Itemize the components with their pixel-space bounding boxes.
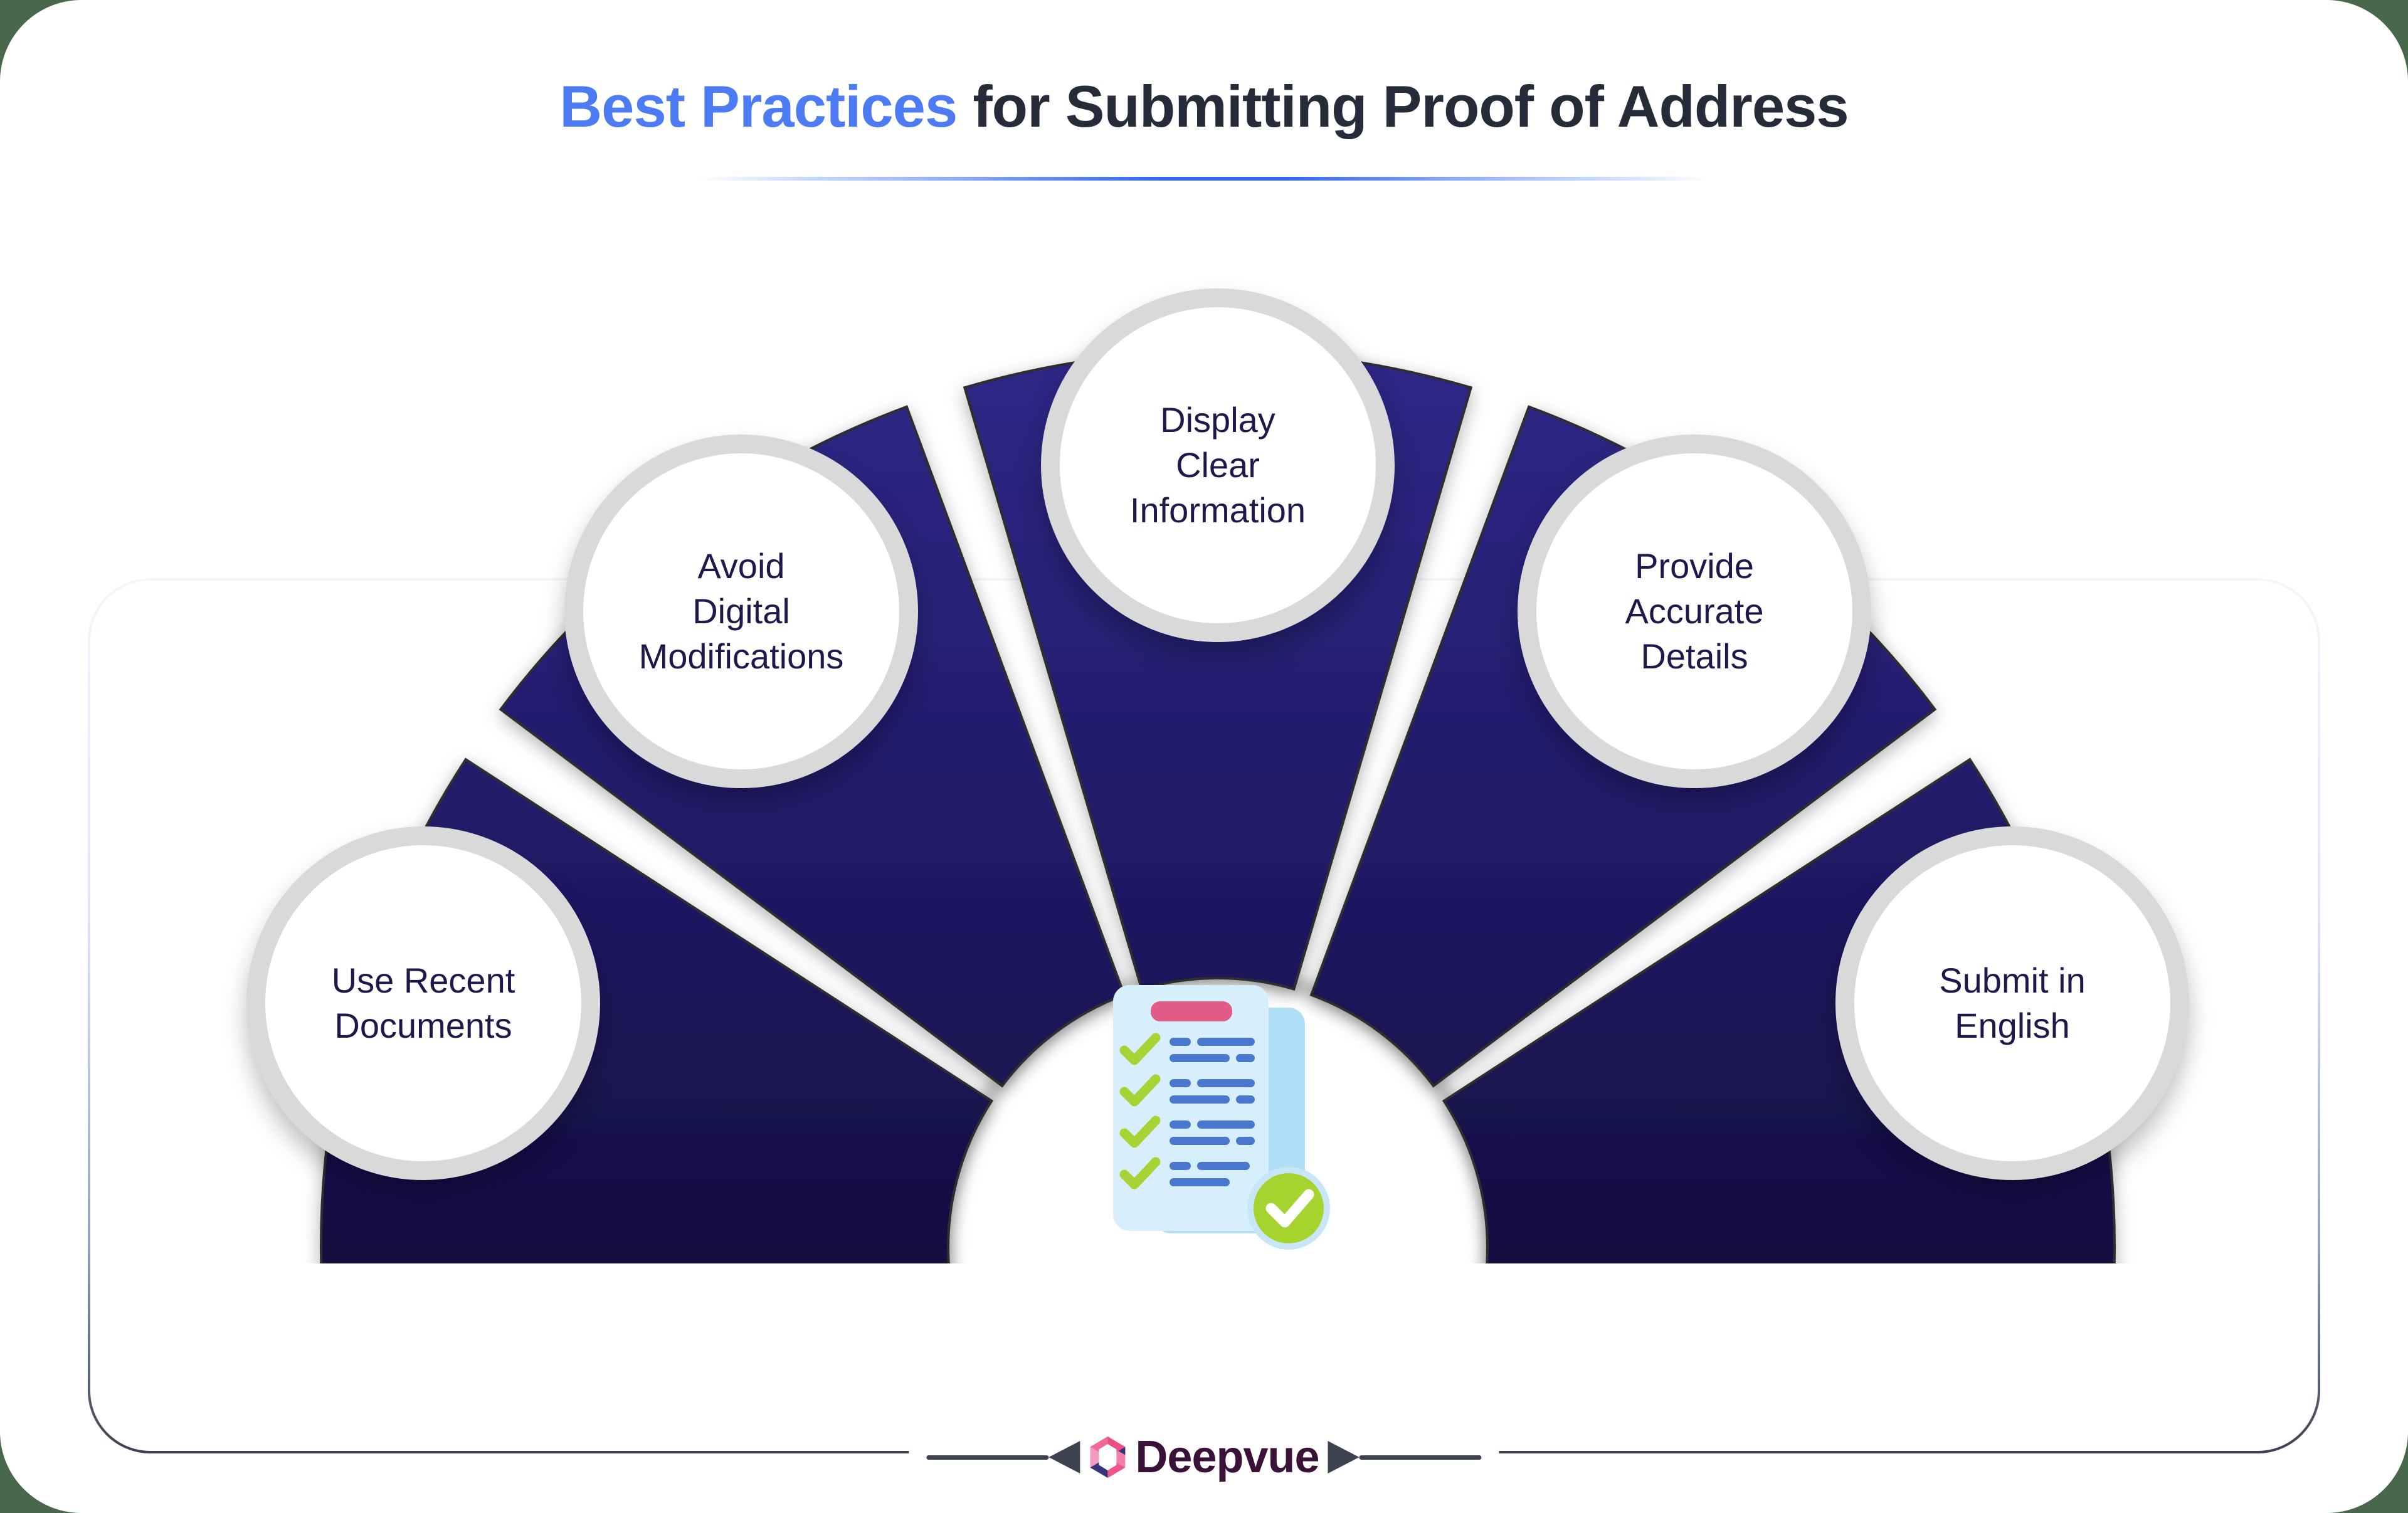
front-page <box>1113 985 1269 1231</box>
right-arrowhead-icon <box>1328 1441 1360 1473</box>
title-divider <box>699 177 1709 181</box>
title-highlight: Best Practices <box>559 73 958 139</box>
doc-text-lines <box>1170 1038 1255 1186</box>
practice-label-2: Avoid Digital Modifications <box>638 546 844 676</box>
badge-check-icon <box>1265 1189 1314 1228</box>
brand-footer: Deepvue <box>909 1431 1499 1483</box>
title-rest: for Submitting Proof of Address <box>957 73 1849 139</box>
left-arrowhead-icon <box>1048 1441 1080 1473</box>
page-title: Best Practices for Submitting Proof of A… <box>0 74 2408 139</box>
practice-circle-4: Provide Accurate Details <box>1518 435 1871 788</box>
practice-label-3: Display Clear Information <box>1129 400 1306 530</box>
deepvue-logo-icon <box>1090 1437 1126 1478</box>
doc-title-bar <box>1151 1001 1232 1021</box>
practice-circle-3: Display Clear Information <box>1041 288 1395 642</box>
practice-label-5: Submit in English <box>1939 961 2086 1045</box>
brand-name: Deepvue <box>1135 1432 1319 1482</box>
checklist-icon <box>1113 985 1330 1250</box>
practice-circle-1: Use Recent Documents <box>246 826 600 1180</box>
check-marks <box>1119 1033 1161 1189</box>
header: Best Practices for Submitting Proof of A… <box>0 74 2408 139</box>
right-line <box>1359 1455 1482 1460</box>
practice-label-4: Provide Accurate Details <box>1625 546 1764 676</box>
check-badge-icon <box>1254 1173 1324 1243</box>
practice-label-1: Use Recent Documents <box>331 961 515 1045</box>
practice-circle-5: Submit in English <box>1835 826 2189 1180</box>
practice-circle-2: Avoid Digital Modifications <box>564 435 918 788</box>
left-line <box>926 1455 1049 1460</box>
